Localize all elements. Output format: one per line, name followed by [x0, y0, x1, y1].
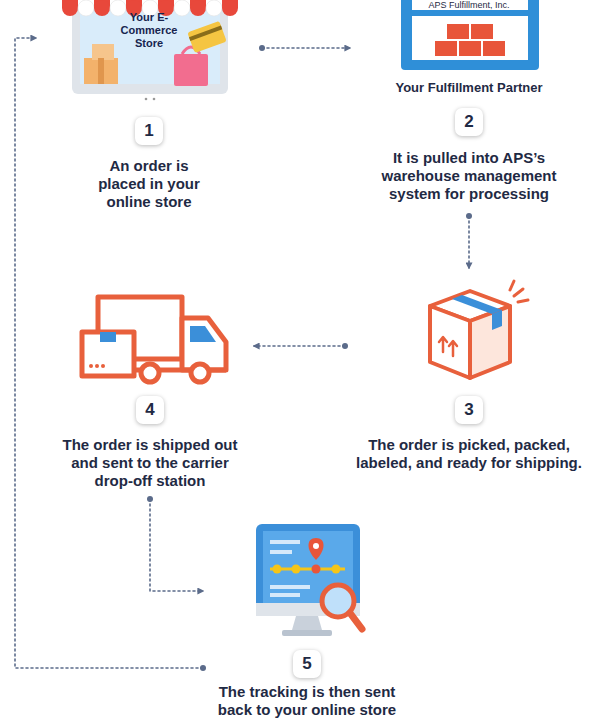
map-pin-hole [313, 543, 319, 549]
process-step: 5The tracking is then sent back to your … [207, 520, 407, 720]
parcel-box [92, 44, 114, 60]
flow-connector [150, 499, 203, 591]
flow-connector [468, 216, 470, 268]
box-tape [492, 310, 502, 330]
truck-window [190, 326, 216, 342]
truck-illustration [82, 297, 226, 382]
monitor-frame [72, 0, 228, 94]
store-illustration [62, 0, 238, 100]
step-number: 4 [136, 396, 164, 424]
awning-scallop [94, 0, 110, 16]
awning-scallop [222, 0, 238, 16]
stock-box [459, 41, 481, 56]
step-description: The tracking is then sent back to your o… [205, 683, 410, 719]
flow-connector [15, 38, 203, 668]
parcel-label [100, 332, 116, 342]
box-tape [452, 295, 502, 314]
step-description: An order is placed in your online store [85, 157, 213, 211]
store-sign: Your E-Commerce Store [110, 11, 188, 50]
box-left [430, 306, 470, 378]
card-body [187, 21, 226, 53]
route-stop [273, 565, 282, 574]
process-step: Your E-Commerce Store 1 An order is placed… [40, 0, 258, 214]
sparkle-line [510, 281, 514, 290]
connector-dot [466, 213, 472, 219]
map-pin [309, 538, 324, 560]
warehouse-frame [401, 0, 539, 70]
truck-wheel [141, 364, 159, 382]
process-step: 4The order is shipped out and sent to th… [50, 290, 250, 495]
step-number: 3 [455, 396, 483, 424]
connector-dot [147, 496, 153, 502]
monitor-stand [292, 616, 322, 630]
truck-cab [182, 318, 226, 370]
stock-box [471, 24, 493, 39]
route-stop [332, 565, 341, 574]
process-step: APS Fulfillment, Inc. Your Fulfillment Pa… [354, 0, 584, 212]
step-number: 2 [455, 108, 483, 136]
credit-card [187, 21, 226, 53]
box-right [470, 306, 510, 378]
this-side-up-arrow [449, 341, 457, 356]
connector-dot [342, 343, 348, 349]
monitor-dot [145, 98, 148, 101]
awning-scallop [62, 0, 78, 16]
parcel-box [82, 332, 134, 376]
awning-scallop [174, 0, 190, 16]
monitor-dot [153, 98, 156, 101]
magnifier-handle [350, 613, 362, 629]
stock-box [435, 41, 457, 56]
warehouse-illustration [401, 0, 539, 70]
route-stop [312, 565, 321, 574]
screen-line [270, 585, 310, 589]
brand-name: APS Fulfillment, Inc. [399, 0, 539, 10]
screen-line [270, 550, 292, 554]
sparkle-line [518, 300, 528, 302]
process-step: 3The order is picked, packed, labeled, a… [349, 272, 589, 495]
awning-scallop [78, 0, 94, 16]
parcel-dot [95, 364, 99, 368]
awning-scallop [110, 0, 126, 16]
parcel-dot [101, 364, 105, 368]
stock-box [447, 24, 469, 39]
parcel-box [84, 58, 118, 84]
monitor-frame [256, 524, 360, 616]
flow-connector [262, 47, 350, 49]
parcel-tape [98, 58, 104, 84]
shopping-bag [174, 54, 208, 86]
connector-dot [200, 665, 206, 671]
route-stop [292, 565, 301, 574]
card-stripe [189, 26, 222, 41]
step-number: 1 [135, 117, 163, 145]
step-description: The order is shipped out and sent to the… [54, 436, 246, 490]
node-heading: Your Fulfillment Partner [359, 80, 579, 96]
connector-dot [259, 45, 265, 51]
step-description: It is pulled into APS’s warehouse manage… [367, 149, 572, 203]
package-illustration [430, 281, 528, 378]
monitor-base [282, 630, 332, 636]
awning-scallop [190, 0, 206, 16]
warehouse-door [412, 16, 528, 60]
screen-line [270, 540, 300, 544]
screen-line [270, 593, 300, 597]
flow-connector [254, 345, 345, 347]
tracking-illustration [256, 524, 362, 636]
awning-scallop [206, 0, 222, 16]
stock-box [483, 41, 505, 56]
sparkle-line [514, 289, 523, 296]
step-number: 5 [293, 650, 321, 678]
step-description: The order is picked, packed, labeled, an… [355, 436, 583, 472]
this-side-up-arrow [439, 337, 447, 352]
parcel-dot [89, 364, 93, 368]
truck-wheel [191, 364, 209, 382]
